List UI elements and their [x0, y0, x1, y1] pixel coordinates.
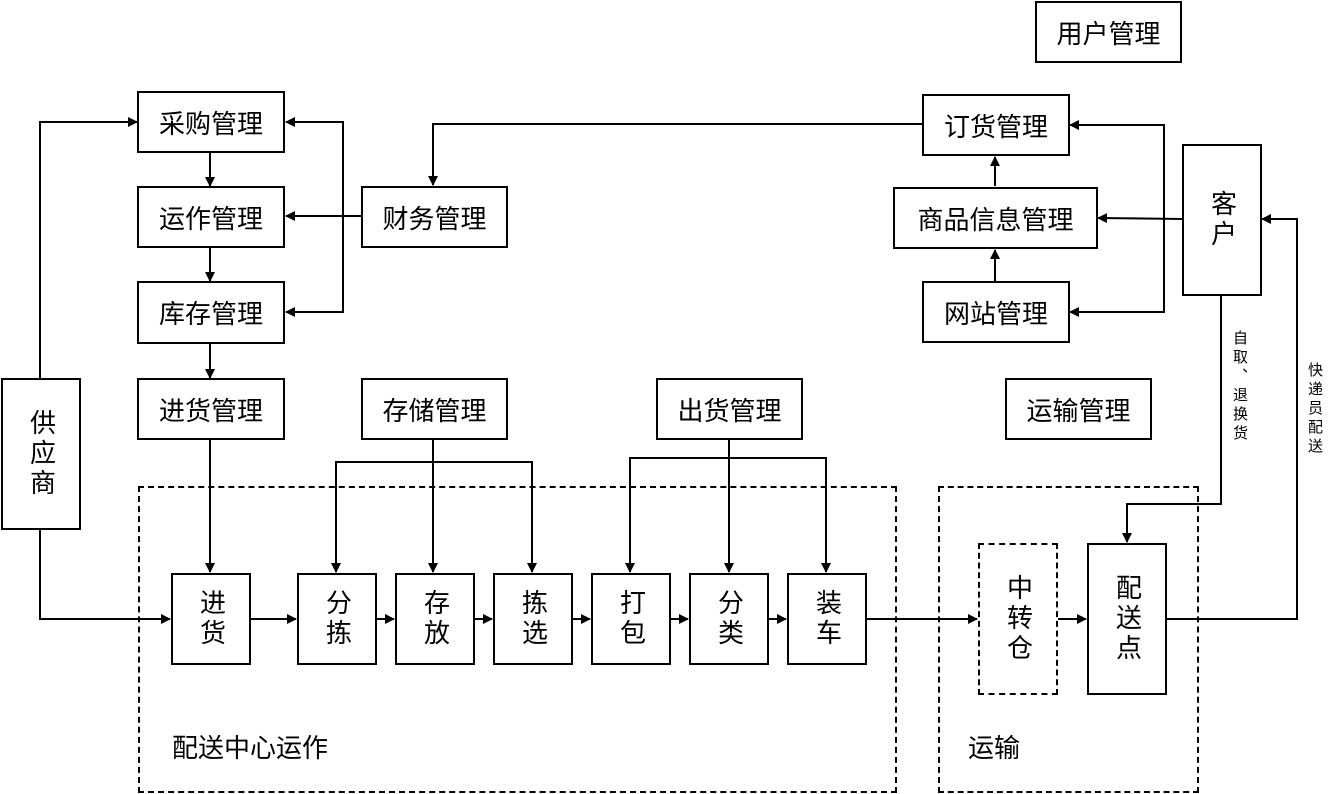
- node-inventory-mgmt[interactable]: 库存管理: [137, 281, 285, 344]
- region-transport: [938, 486, 1199, 793]
- node-sort[interactable]: 分拣: [297, 573, 377, 665]
- edge-customer-website: [1069, 219, 1165, 317]
- node-classify[interactable]: 分类: [689, 573, 769, 665]
- node-finance-mgmt[interactable]: 财务管理: [361, 186, 508, 248]
- node-storage-mgmt[interactable]: 存储管理: [361, 378, 508, 440]
- edge-storage-sort: [331, 461, 433, 573]
- edge-supplier-purchase: [39, 117, 138, 380]
- edge-label-courier-delivery: 快递员配送: [1306, 362, 1324, 457]
- node-store[interactable]: 存放: [395, 573, 475, 665]
- region-dc-operation-label: 配送中心运作: [172, 734, 329, 764]
- edge-storage-pick: [433, 461, 537, 573]
- edge-order-finance: [428, 123, 923, 186]
- node-transfer-warehouse[interactable]: 中转仓: [978, 543, 1058, 695]
- region-transport-label: 运输: [968, 734, 1021, 764]
- node-load[interactable]: 装车: [787, 573, 867, 665]
- edge-finance-purchase: [285, 117, 344, 216]
- edge-shipping-pack: [625, 457, 729, 573]
- node-pick[interactable]: 拣选: [493, 573, 573, 665]
- node-order-mgmt[interactable]: 订货管理: [922, 94, 1070, 156]
- edge-customer-delivery: [1122, 295, 1222, 543]
- edge-delivery-customer: [1166, 214, 1298, 620]
- node-customer[interactable]: 客户: [1182, 144, 1262, 296]
- node-product-info-mgmt[interactable]: 商品信息管理: [893, 187, 1098, 249]
- node-receive[interactable]: 进货: [171, 573, 251, 665]
- node-purchase-mgmt[interactable]: 采购管理: [137, 91, 285, 153]
- edge-finance-inventory: [285, 216, 344, 317]
- edge-label-self-pickup-return: 自取、退换货: [1231, 330, 1249, 444]
- node-user-mgmt[interactable]: 用户管理: [1035, 1, 1182, 63]
- edge-customer-order: [1069, 120, 1165, 219]
- node-website-mgmt[interactable]: 网站管理: [922, 281, 1070, 343]
- node-delivery-point[interactable]: 配送点: [1087, 543, 1167, 695]
- node-operation-mgmt[interactable]: 运作管理: [137, 186, 285, 248]
- edge-supplier-receive: [39, 529, 171, 624]
- node-receiving-mgmt[interactable]: 进货管理: [137, 378, 285, 440]
- node-shipping-mgmt[interactable]: 出货管理: [656, 378, 803, 440]
- node-supplier[interactable]: 供应商: [1, 378, 81, 530]
- edge-shipping-load: [729, 457, 831, 573]
- region-dc-operation: [138, 486, 897, 793]
- node-transport-mgmt[interactable]: 运输管理: [1005, 378, 1152, 440]
- node-pack[interactable]: 打包: [591, 573, 671, 665]
- edge-customer-product: [1097, 213, 1184, 224]
